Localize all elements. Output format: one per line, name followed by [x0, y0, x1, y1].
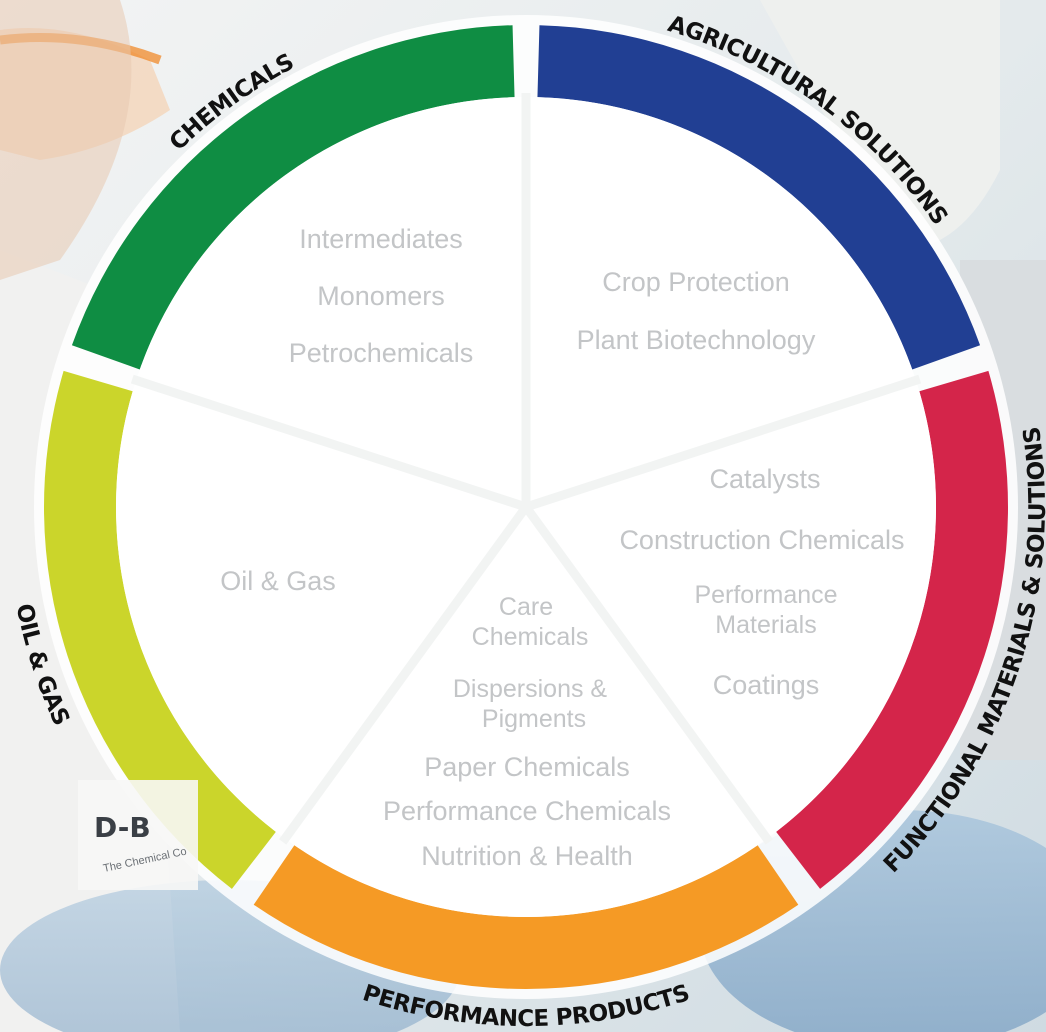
divider-4 [279, 504, 530, 845]
segment-functional-items: Catalysts Construction Chemicals Perform… [619, 464, 904, 700]
divider-0 [130, 374, 528, 512]
item-crop-protection: Crop Protection [602, 267, 790, 297]
item-oil-gas: Oil & Gas [220, 566, 336, 596]
item-catalysts: Catalysts [709, 464, 820, 494]
item-nutrition-health: Nutrition & Health [421, 841, 633, 871]
divider-2 [524, 374, 922, 512]
wheel-dividers [130, 93, 922, 845]
divider-3 [522, 504, 773, 845]
item-plant-biotechnology: Plant Biotechnology [577, 325, 816, 355]
item-performance: Performance [694, 581, 837, 609]
item-coatings: Coatings [713, 670, 820, 700]
item-materials: Materials [715, 611, 816, 639]
item-performance-chemicals: Performance Chemicals [383, 796, 671, 826]
badge-card [78, 780, 198, 890]
segment-arc-oil-gas [43, 370, 276, 889]
segment-chemicals-items: Intermediates Monomers Petrochemicals [289, 224, 474, 368]
badge-logo: D-B [94, 811, 151, 844]
segment-agricultural-items: Crop Protection Plant Biotechnology [577, 267, 816, 355]
segment-performance-items: Care Chemicals Dispersions & Pigments Pa… [383, 593, 671, 871]
item-paper-chemicals: Paper Chemicals [424, 752, 630, 782]
item-care: Care [499, 593, 553, 621]
coat-badge: D-B The Chemical Co [78, 780, 198, 890]
segment-arc-performance [253, 845, 799, 989]
item-pigments: Pigments [482, 705, 586, 733]
item-chemicals: Chemicals [472, 623, 589, 651]
item-petrochemicals: Petrochemicals [289, 338, 474, 368]
segment-arc-chemicals [71, 25, 515, 370]
item-dispersions: Dispersions & [453, 675, 608, 703]
segment-arc-agricultural [537, 25, 981, 370]
item-construction-chemicals: Construction Chemicals [619, 525, 904, 555]
item-intermediates: Intermediates [299, 224, 463, 254]
item-monomers: Monomers [317, 281, 445, 311]
segment-arc-functional [776, 370, 1008, 889]
